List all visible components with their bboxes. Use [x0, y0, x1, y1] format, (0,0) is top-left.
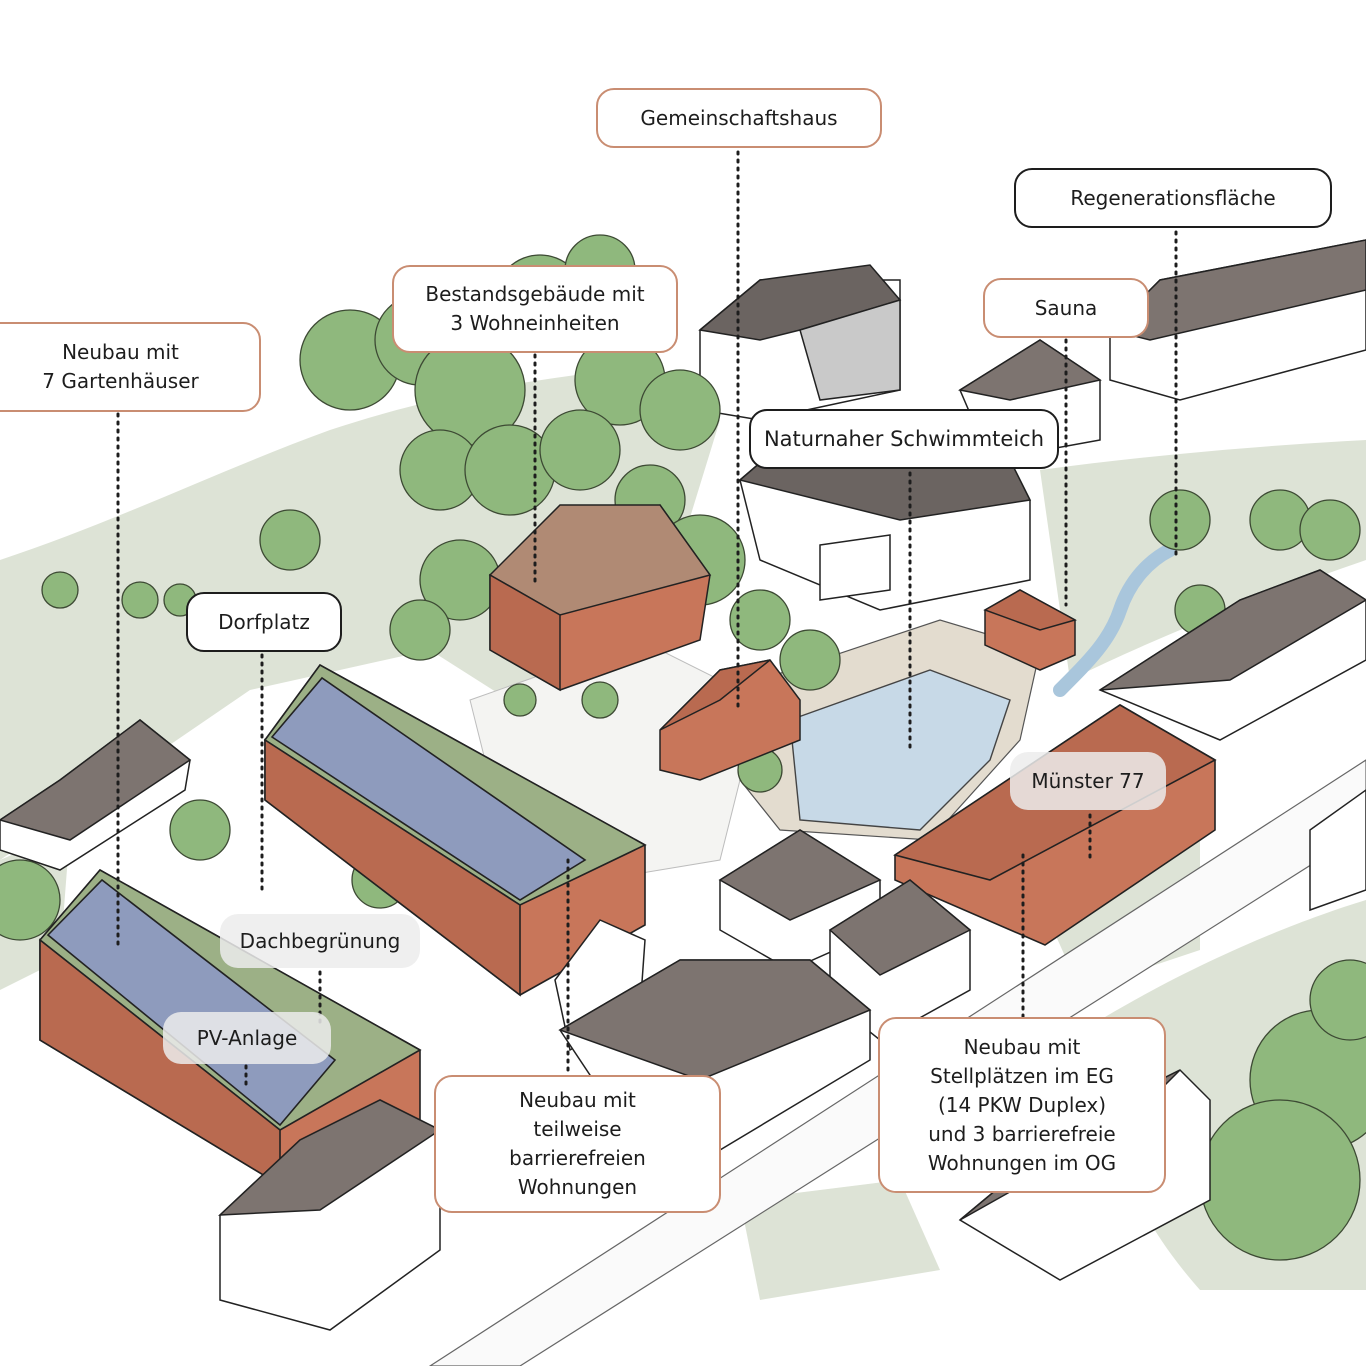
- label-neubau-stellplaetze: Neubau mit Stellplätzen im EG (14 PKW Du…: [878, 1017, 1166, 1193]
- existing-building: [488, 504, 712, 692]
- label-gemeinschaftshaus: Gemeinschaftshaus: [596, 88, 882, 148]
- label-dachbegruenung: Dachbegrünung: [220, 914, 420, 968]
- label-neubau-barrierefrei: Neubau mit teilweise barrierefreien Wohn…: [434, 1075, 721, 1213]
- swimming-pond: [789, 669, 1011, 831]
- sauna-building: [983, 589, 1077, 671]
- label-schwimmteich: Naturnaher Schwimmteich: [749, 409, 1059, 469]
- label-sauna: Sauna: [983, 278, 1149, 338]
- community-house: [659, 659, 801, 781]
- label-bestandsgebaeude: Bestandsgebäude mit 3 Wohneinheiten: [392, 265, 678, 353]
- stream: [1053, 543, 1177, 697]
- label-neubau-gartenhaeuser: Neubau mit 7 Gartenhäuser: [0, 322, 261, 412]
- new-building-middle: [263, 663, 647, 997]
- label-muenster-77: Münster 77: [1010, 752, 1166, 810]
- leader-lines: [116, 150, 1178, 1092]
- label-pv-anlage: PV-Anlage: [163, 1012, 331, 1064]
- label-regenerationsflaeche: Regenerationsfläche: [1014, 168, 1332, 228]
- label-dorfplatz: Dorfplatz: [186, 592, 342, 652]
